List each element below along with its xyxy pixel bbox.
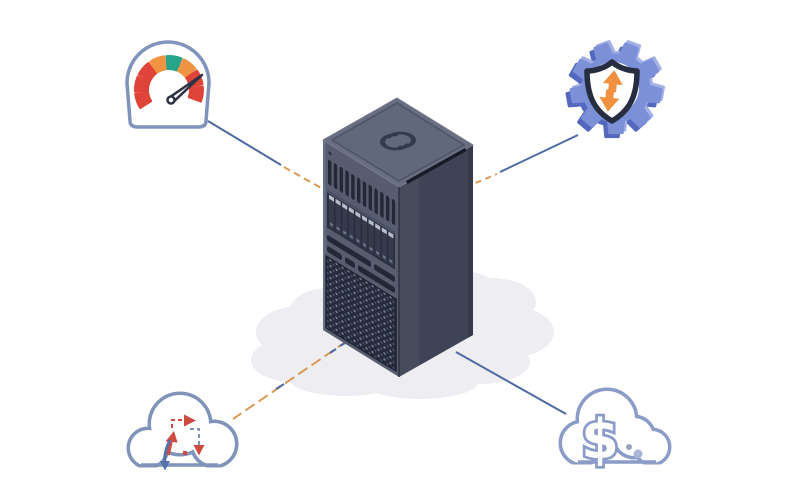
- mesh-grille: [325, 254, 397, 373]
- dollar-sign: $: [581, 408, 619, 471]
- sync-arrows: [160, 414, 205, 471]
- connector-orange-dashes: [232, 340, 348, 420]
- top-slot: [406, 148, 467, 184]
- security-gear-shield-icon: [565, 40, 665, 139]
- server-tower: [322, 97, 474, 377]
- server-left-face: [323, 140, 399, 377]
- connector-server-gear: [465, 134, 579, 188]
- connector-server-cloudsync: [232, 340, 348, 420]
- drive-module-bay: [327, 189, 395, 270]
- cloud-migration-icon: [123, 391, 239, 478]
- server-right-face: [399, 144, 473, 377]
- cloud-cost-icon: $: [558, 387, 676, 475]
- shield-arrow: [599, 70, 623, 112]
- server-logo: [380, 131, 416, 151]
- connector-blue-dashes: [275, 342, 346, 390]
- connector-blue-segment: [499, 134, 579, 173]
- connector-blue-segment: [207, 120, 282, 166]
- performance-gauge-icon: [125, 40, 211, 129]
- gauge-needle: [166, 73, 204, 105]
- server-top-face: [322, 97, 474, 188]
- connector-server-gauge: [207, 120, 331, 194]
- connector-orange-dashes: [283, 166, 331, 194]
- gauge-segments: [133, 55, 204, 109]
- power-led: [328, 151, 332, 156]
- front-slot-bars: [327, 235, 395, 293]
- vent-slots: [328, 159, 396, 225]
- dot-small: [626, 444, 632, 450]
- dot-large: [633, 449, 643, 459]
- drive-modules: [329, 194, 394, 267]
